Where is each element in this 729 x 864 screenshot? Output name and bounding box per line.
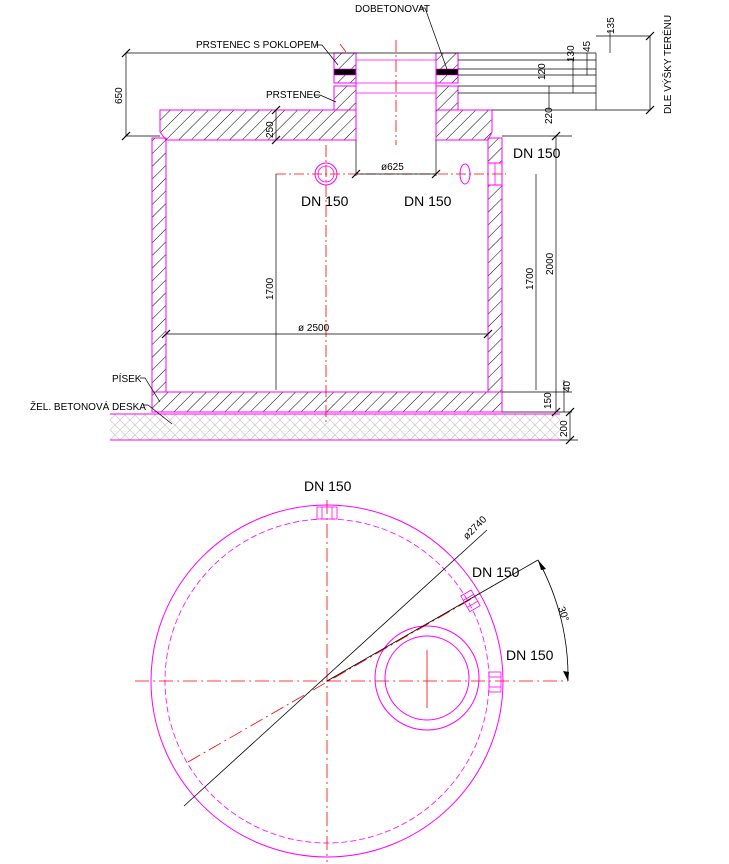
dim-2500: ø 2500 [298, 323, 330, 334]
ring-upper-left [333, 52, 357, 84]
ring-lower-right [435, 85, 459, 111]
manhole-inner [384, 635, 470, 721]
plan-dn-right-upper: DN 150 [472, 564, 520, 580]
dim-625: ø625 [381, 162, 404, 173]
pipe-stub-right [488, 671, 502, 693]
plan-angle-label: 30° [555, 605, 571, 623]
angle-arrow-bottom [563, 671, 569, 681]
label-zel-betonova-deska: ŽEL. BETONOVÁ DESKA [30, 400, 146, 413]
dim-150: 150 [543, 392, 554, 409]
plan-dn-top: DN 150 [304, 478, 352, 494]
plan-dn-right: DN 150 [506, 647, 554, 663]
plan-centerline-diagonal [187, 593, 481, 763]
right-wall [487, 137, 503, 393]
pipe-stub-diagonal [460, 589, 481, 613]
label-prstenec-s-poklopem: PRSTENEC S POKLOPEM [196, 40, 319, 51]
plan-view: DN 150 DN 150 DN 150 ø2740 30° [135, 478, 571, 862]
shaft-top-mark [339, 43, 347, 53]
dim-120: 120 [537, 63, 548, 80]
dim-1700-left: 1700 [265, 277, 276, 300]
dim-220: 220 [544, 107, 555, 124]
plan-dim-2740: ø2740 [461, 514, 489, 542]
lid-slab-right [435, 109, 493, 141]
leader-lines [140, 7, 449, 425]
section-view: DOBETONOVAT PRSTENEC S POKLOPEM PRSTENEC… [30, 4, 674, 445]
label-dobetonovat: DOBETONOVAT [355, 4, 430, 15]
dim-135: 135 [606, 17, 617, 34]
diameter-dimension-line [183, 529, 488, 807]
dim-1700-right: 1700 [525, 267, 536, 290]
label-dle-vysky-terenu: DLE VÝŠKY TERÉNU [661, 15, 674, 114]
dim-250: 250 [265, 121, 276, 138]
dim-45: 45 [582, 40, 593, 52]
section-dn-right: DN 150 [513, 145, 561, 161]
seal-left [333, 68, 357, 76]
ground-area [110, 414, 560, 440]
dim-130: 130 [566, 45, 577, 62]
dim-650: 650 [114, 87, 125, 104]
dim-40: 40 [562, 380, 573, 392]
dim-2000: 2000 [545, 252, 556, 275]
angle-reference-line [326, 559, 539, 682]
section-dn-center: DN 150 [404, 193, 452, 209]
label-prstenec: PRSTENEC [266, 90, 320, 101]
ring-lower-left [333, 85, 357, 111]
dim-200: 200 [559, 420, 570, 437]
manhole-outer [374, 625, 480, 731]
ring-upper-right [435, 52, 459, 84]
pipe-stub-top [316, 506, 338, 520]
label-pisek: PÍSEK [112, 372, 142, 385]
left-wall [151, 137, 167, 393]
angle-arc [537, 559, 569, 682]
lid-slab-left [159, 109, 357, 141]
dimension-lines [125, 30, 651, 441]
base-slab [151, 391, 503, 413]
section-dn-left: DN 150 [301, 193, 349, 209]
dimension-ticks [121, 31, 655, 445]
angle-arrow-top [538, 560, 546, 570]
